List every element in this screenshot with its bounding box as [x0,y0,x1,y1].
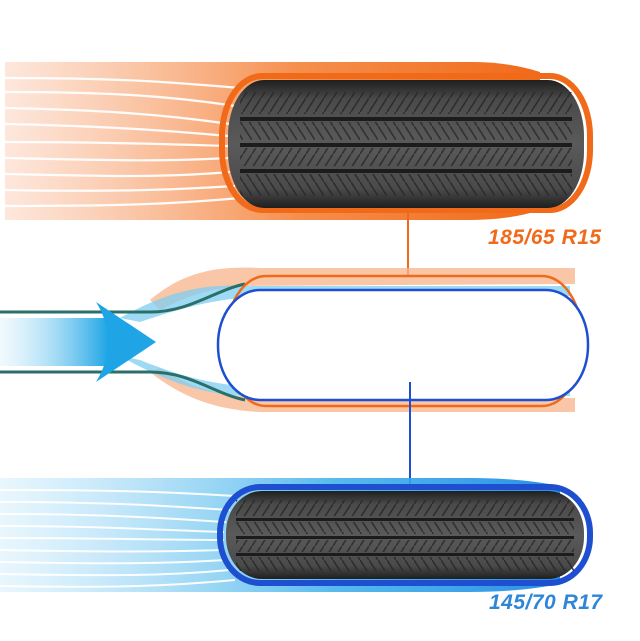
bottom-tire-outline [217,484,593,586]
bottom-tire-size-label: 145/70 R17 [489,591,603,614]
bottom-tread-pattern [236,500,574,571]
middle-teal-line-top [0,282,246,314]
bottom-streamlines [0,489,236,588]
middle-blue-profile [216,288,590,402]
top-tire-group [4,62,593,220]
top-tread-pattern [240,92,572,196]
top-streamlines [4,76,241,208]
bottom-tire-group [0,478,593,592]
middle-teal-line-bottom [0,370,246,402]
middle-comparison-group [0,267,590,412]
airflow-arrow-icon [0,302,156,382]
top-tire-outline [219,73,593,213]
top-tire-size-label: 185/65 R15 [488,226,602,249]
